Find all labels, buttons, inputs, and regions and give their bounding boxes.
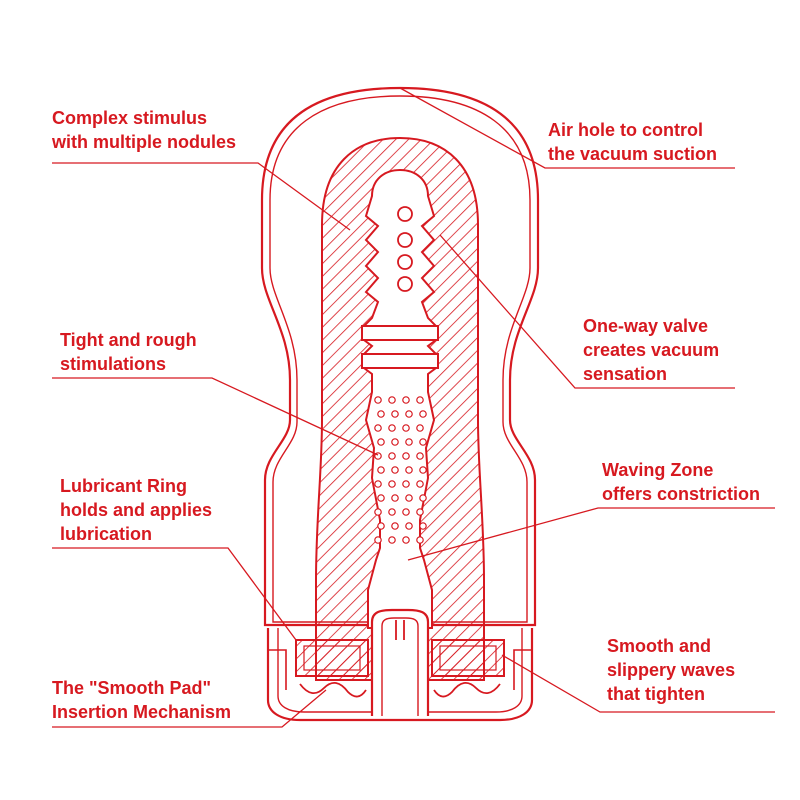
nodule bbox=[416, 396, 424, 404]
nodule bbox=[374, 396, 382, 404]
nodule bbox=[388, 536, 396, 544]
nodule bbox=[419, 522, 427, 530]
label-complex-stimulus: Complex stimulus with multiple nodules bbox=[52, 108, 236, 152]
label-smooth-pad: The "Smooth Pad" Insertion Mechanism bbox=[52, 678, 232, 722]
nodule bbox=[391, 410, 399, 418]
valve-ring-top bbox=[361, 325, 439, 341]
nodule bbox=[377, 410, 385, 418]
nodule bbox=[402, 480, 410, 488]
nodule bbox=[374, 424, 382, 432]
label-air-hole: Air hole to control the vacuum suction bbox=[548, 120, 718, 164]
leader-lines bbox=[52, 87, 775, 728]
nodule bbox=[388, 508, 396, 516]
base-step-left bbox=[268, 649, 287, 690]
nodule bbox=[402, 396, 410, 404]
center-cup bbox=[370, 608, 430, 716]
smooth-pad-waves-left bbox=[299, 682, 367, 698]
nodule bbox=[377, 494, 385, 502]
nodule bbox=[402, 424, 410, 432]
base-step-right bbox=[513, 649, 532, 690]
nodule bbox=[374, 480, 382, 488]
rough-zone-nodules bbox=[374, 396, 427, 544]
nodule bbox=[405, 494, 413, 502]
nodule bbox=[419, 438, 427, 446]
nodule bbox=[405, 522, 413, 530]
valve-ring-bottom bbox=[361, 353, 439, 369]
nodule bbox=[402, 508, 410, 516]
top-nodules bbox=[397, 206, 413, 292]
label-one-way-valve: One-way valve creates vacuum sensation bbox=[583, 316, 720, 384]
label-tight-rough: Tight and rough stimulations bbox=[60, 330, 197, 374]
nodule bbox=[405, 466, 413, 474]
nodule bbox=[388, 424, 396, 432]
nodule bbox=[377, 438, 385, 446]
nodule bbox=[405, 410, 413, 418]
nodule bbox=[402, 536, 410, 544]
nodule bbox=[388, 480, 396, 488]
nodule bbox=[419, 410, 427, 418]
nodule bbox=[416, 508, 424, 516]
nodule bbox=[374, 536, 382, 544]
label-waving-zone: Waving Zone offers constriction bbox=[602, 460, 761, 504]
nodule bbox=[402, 452, 410, 460]
nodule bbox=[391, 466, 399, 474]
base-outer bbox=[266, 628, 534, 722]
nodule bbox=[388, 452, 396, 460]
nodule bbox=[419, 494, 427, 502]
label-lubricant-ring: Lubricant Ring holds and applies lubrica… bbox=[60, 476, 213, 544]
nodule bbox=[416, 536, 424, 544]
smooth-pad-waves-right bbox=[433, 682, 501, 698]
nodule bbox=[391, 522, 399, 530]
label-smooth-waves: Smooth and slippery waves that tighten bbox=[607, 636, 736, 704]
nodule bbox=[391, 494, 399, 502]
nodule bbox=[377, 522, 385, 530]
nodule bbox=[388, 396, 396, 404]
nodule bbox=[416, 452, 424, 460]
nodule bbox=[405, 438, 413, 446]
nodule bbox=[416, 424, 424, 432]
nodule bbox=[374, 508, 382, 516]
nodule bbox=[416, 480, 424, 488]
nodule bbox=[391, 438, 399, 446]
nodule bbox=[377, 466, 385, 474]
nodule bbox=[419, 466, 427, 474]
